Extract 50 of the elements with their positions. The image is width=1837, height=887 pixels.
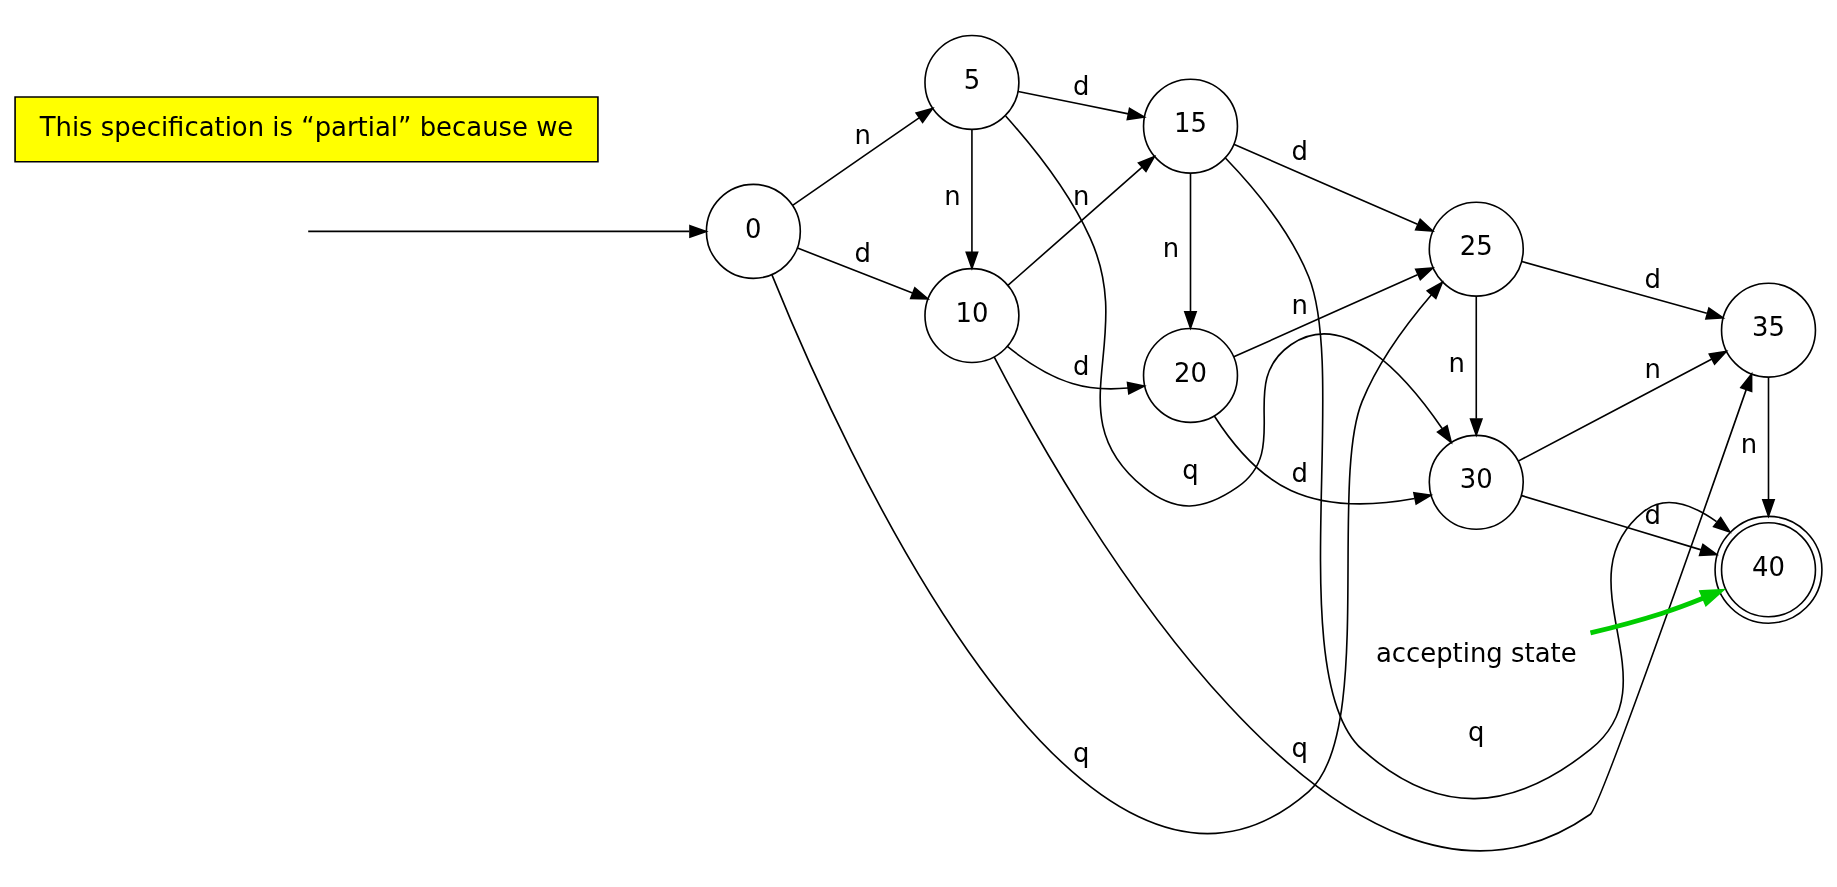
- node-circle: 35: [1720, 282, 1817, 378]
- edge-label: n: [1448, 347, 1466, 378]
- arrow: [771, 274, 1444, 834]
- edge-label: q: [1182, 454, 1199, 485]
- edge-label: n: [1644, 354, 1661, 385]
- edge-label: n: [1740, 428, 1758, 459]
- node-circle: 10: [924, 267, 1020, 364]
- arrow: [1213, 415, 1434, 506]
- arrow: [1517, 350, 1729, 462]
- edge-label: n: [1162, 232, 1180, 263]
- node-text: accepting state: [1375, 637, 1577, 668]
- arrow: [1224, 157, 1732, 800]
- node-circle: 0: [705, 183, 802, 280]
- arrow: [1520, 260, 1726, 320]
- node-circle: 20: [1142, 327, 1239, 424]
- edge-label: n: [944, 181, 961, 212]
- arrow: [1004, 115, 1453, 507]
- arrow: [792, 107, 935, 206]
- arrow: [1233, 143, 1436, 232]
- arrow: [1469, 295, 1484, 438]
- edge-label: d: [1291, 458, 1308, 489]
- arrow: [1589, 588, 1727, 636]
- edge-label: n: [854, 119, 871, 150]
- edge-label: n: [1073, 181, 1090, 212]
- edge-label: d: [854, 237, 871, 268]
- edge-label: d: [1644, 263, 1661, 294]
- arrow: [1761, 376, 1776, 519]
- arrow: [1233, 266, 1436, 358]
- node-circle: 5: [924, 34, 1020, 131]
- edge-label: n: [1291, 289, 1308, 320]
- node-box: This specification is “partial” because we: [14, 96, 599, 163]
- arrow: [1520, 494, 1720, 557]
- edge-label: q: [1291, 733, 1308, 764]
- edge-label: d: [1291, 135, 1308, 166]
- edge-label: d: [1073, 351, 1090, 382]
- arrow: [1017, 90, 1147, 121]
- arrow: [1006, 345, 1147, 395]
- arrow: [796, 247, 931, 300]
- arrow: [993, 356, 1753, 852]
- node-circle: 15: [1142, 78, 1239, 174]
- arrow: [1183, 172, 1198, 331]
- arrow: [965, 128, 979, 271]
- node-circle: 25: [1428, 201, 1524, 297]
- edge-label: q: [1073, 738, 1090, 769]
- arrow: [307, 224, 709, 239]
- edge-label: d: [1644, 500, 1661, 531]
- edge-label: q: [1468, 717, 1485, 748]
- edge-label: d: [1073, 71, 1090, 102]
- node-circle: 30: [1428, 434, 1524, 531]
- arrow: [1007, 154, 1157, 286]
